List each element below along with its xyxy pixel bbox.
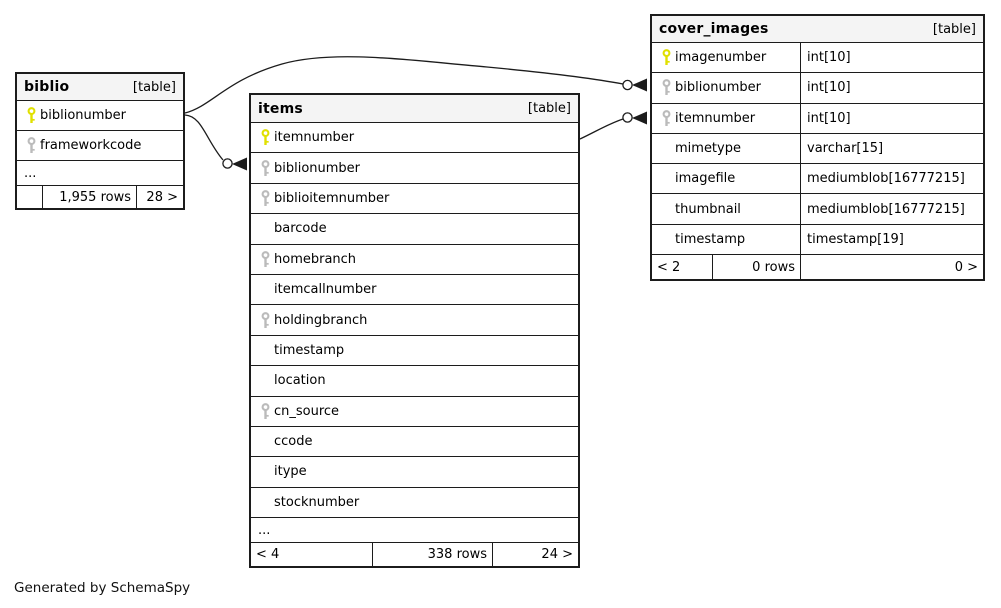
column-row: itemnumber int[10]	[652, 102, 983, 133]
column-row: biblionumber	[17, 100, 183, 130]
primary-key-icon	[657, 49, 675, 66]
table-header[interactable]: biblio [table]	[17, 74, 183, 100]
column-name: imagefile	[675, 171, 736, 187]
footer-row-count: 338 rows	[372, 543, 492, 567]
column-name: itype	[274, 464, 307, 480]
index-key-icon	[256, 159, 274, 177]
column-name: holdingbranch	[274, 312, 368, 328]
table-type-tag: [table]	[527, 101, 571, 116]
column-type: varchar[15]	[807, 141, 884, 157]
index-key-icon	[22, 137, 40, 154]
column-row: ccode	[251, 425, 578, 457]
column-name: biblionumber	[40, 108, 127, 123]
column-row: biblionumber int[10]	[652, 72, 983, 103]
index-key-icon	[657, 79, 675, 96]
column-row: biblionumber	[251, 152, 578, 183]
index-key-icon	[657, 109, 675, 127]
footer-prev-count	[17, 186, 42, 208]
column-name: cn_source	[274, 403, 340, 419]
fk-endpoint-items-biblionumber	[222, 157, 247, 171]
index-key-icon	[256, 190, 274, 207]
index-key-icon	[256, 311, 274, 329]
footer-next-count: 24 >	[492, 543, 578, 567]
relationship-line-biblio-to-items	[184, 114, 224, 161]
index-key-icon	[256, 250, 274, 268]
column-row: thumbnail mediumblob[16777215]	[652, 193, 983, 224]
footer-next-count: 28 >	[136, 186, 183, 208]
column-name: timestamp	[675, 231, 746, 247]
column-row: itemcallnumber	[251, 273, 578, 305]
column-name: stocknumber	[274, 494, 360, 510]
column-name: itemnumber	[274, 130, 355, 146]
column-name: imagenumber	[675, 50, 767, 66]
more-columns-indicator: ...	[17, 160, 183, 185]
column-row: itemnumber	[251, 122, 578, 153]
column-name: biblioitemnumber	[274, 190, 390, 206]
relationship-line-items-to-cover-images	[579, 118, 624, 140]
column-row: stocknumber	[251, 486, 578, 518]
column-row: imagenumber int[10]	[652, 42, 983, 73]
column-name: ccode	[274, 434, 313, 450]
primary-key-icon	[256, 129, 274, 146]
column-name: thumbnail	[675, 201, 741, 217]
column-name: biblionumber	[675, 80, 762, 96]
column-type: int[10]	[807, 50, 851, 66]
column-row: itype	[251, 456, 578, 487]
footer-row-count: 1,955 rows	[42, 186, 136, 208]
fk-endpoint-cover-images-biblionumber	[622, 78, 647, 92]
column-row: biblioitemnumber	[251, 182, 578, 214]
table-biblio[interactable]: biblio [table] biblionumber frameworkcode..…	[15, 72, 185, 210]
column-name: timestamp	[274, 342, 345, 358]
footer-row-count: 0 rows	[712, 255, 800, 280]
column-row: holdingbranch	[251, 304, 578, 335]
more-columns-indicator: ...	[251, 517, 578, 542]
column-row: homebranch	[251, 243, 578, 274]
footer-prev-count: < 4	[256, 547, 280, 563]
column-row: imagefile mediumblob[16777215]	[652, 163, 983, 194]
column-name: location	[274, 373, 326, 389]
column-name: frameworkcode	[40, 138, 142, 153]
table-name[interactable]: items	[258, 100, 303, 117]
column-name: itemnumber	[675, 110, 756, 126]
column-name: homebranch	[274, 251, 357, 267]
column-row: mimetype varchar[15]	[652, 132, 983, 164]
column-row: location	[251, 365, 578, 396]
column-row: barcode	[251, 213, 578, 244]
footer-prev-count: < 2	[657, 259, 681, 275]
generated-by-note: Generated by SchemaSpy	[14, 580, 191, 596]
table-header[interactable]: cover_images [table]	[652, 16, 983, 42]
index-key-icon	[256, 402, 274, 420]
column-name: biblionumber	[274, 160, 361, 176]
column-name: itemcallnumber	[274, 282, 377, 298]
fk-endpoint-cover-images-itemnumber	[622, 111, 647, 125]
table-name[interactable]: biblio	[24, 79, 70, 95]
table-type-tag: [table]	[132, 79, 176, 95]
column-row: timestamp	[251, 334, 578, 366]
table-name[interactable]: cover_images	[659, 21, 769, 37]
column-type: mediumblob[16777215]	[807, 171, 965, 187]
table-type-tag: [table]	[932, 21, 976, 37]
primary-key-icon	[22, 107, 40, 124]
column-row: cn_source	[251, 395, 578, 426]
column-type: int[10]	[807, 80, 851, 96]
column-row: timestamp timestamp[19]	[652, 223, 983, 255]
table-items[interactable]: items [table] itemnumber biblionumber biblio…	[249, 93, 580, 569]
table-header[interactable]: items [table]	[251, 95, 578, 122]
column-type: int[10]	[807, 110, 851, 126]
footer-next-count: 0 >	[800, 255, 983, 280]
column-name: mimetype	[675, 141, 741, 157]
column-type: timestamp[19]	[807, 231, 904, 247]
column-name: barcode	[274, 221, 327, 237]
column-row: frameworkcode	[17, 130, 183, 160]
column-type: mediumblob[16777215]	[807, 201, 965, 217]
